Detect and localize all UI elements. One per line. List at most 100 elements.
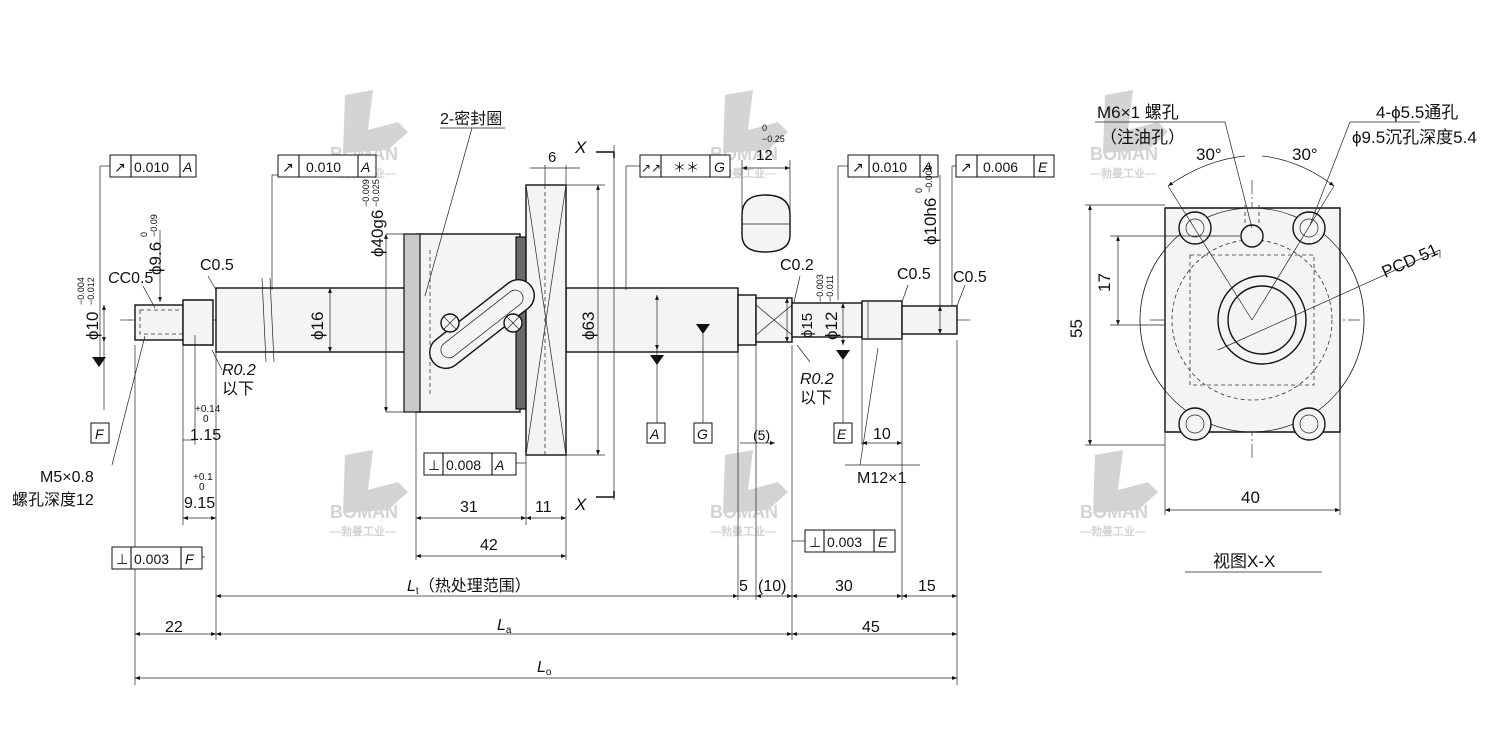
svg-text:—勃曼工业—: —勃曼工业— [710,524,776,538]
svg-text:C0.5: C0.5 [200,257,234,274]
dimension-lines [102,160,958,685]
bolt-holes [1178,211,1326,441]
return-tube [429,278,535,370]
svg-text:—勃曼工业—: —勃曼工业— [330,524,396,538]
svg-text:螺孔深度12: 螺孔深度12 [12,491,94,509]
svg-text:F: F [185,551,195,567]
svg-text:ϕ9.6: ϕ9.6 [146,242,165,275]
svg-text:（注油孔）: （注油孔） [1100,128,1185,147]
svg-text:−0.09: −0.09 [149,214,159,237]
svg-text:−0.009: −0.009 [924,165,934,193]
tolerance-frame-3: ↗↗ ＊＊ G [639,154,731,178]
right-end-10 [901,305,958,335]
svg-text:ϕ9.5沉孔深度5.4: ϕ9.5沉孔深度5.4 [1352,128,1477,147]
svg-text:ϕ40g6: ϕ40g6 [368,210,387,257]
svg-text:M6×1 螺孔: M6×1 螺孔 [1097,103,1179,122]
nut-bore-inner [1227,285,1297,355]
svg-text:Lt（热处理范围）: Lt（热处理范围） [407,577,531,597]
svg-text:Lo: Lo [537,659,552,678]
svg-text:BOMAN: BOMAN [1090,144,1158,164]
section-view-xx: M6×1 螺孔 （注油孔） 4-ϕ5.5通孔 ϕ9.5沉孔深度5.4 30° 3… [1067,103,1477,573]
svg-text:0.010: 0.010 [134,159,169,175]
tolerance-frame-6: ⊥ 0.008 A [423,452,517,476]
datum-markers [92,324,850,367]
svg-text:G: G [714,159,725,175]
svg-text:↗: ↗ [960,159,972,175]
svg-text:−0.011: −0.011 [825,275,835,302]
svg-text:BOMAN: BOMAN [1080,502,1148,522]
svg-text:E: E [837,426,847,442]
svg-text:−0.009: −0.009 [361,179,371,207]
svg-text:0: 0 [139,232,149,237]
svg-text:(5): (5) [753,427,770,443]
watermark-logo-6: BOMAN —勃曼工业— [1080,450,1158,538]
svg-text:C0.5: C0.5 [953,269,987,286]
svg-text:0.003: 0.003 [827,534,862,550]
svg-text:La: La [497,617,512,636]
svg-text:5: 5 [739,578,748,595]
svg-text:42: 42 [480,537,498,554]
tolerance-frame-5: ↗ 0.006 E [955,154,1055,178]
svg-text:0.010: 0.010 [306,159,341,175]
svg-text:9.15: 9.15 [184,495,215,512]
svg-text:22: 22 [165,619,183,636]
svg-text:17: 17 [1095,273,1114,292]
svg-text:0: 0 [762,123,767,133]
svg-text:BOMAN: BOMAN [710,502,778,522]
tolerance-frame-1: ↗ 0.010 A [109,154,197,178]
svg-text:15: 15 [918,578,936,595]
svg-text:12: 12 [756,147,773,164]
key-section [741,194,791,253]
svg-text:＊＊: ＊＊ [673,160,699,175]
svg-text:0.008: 0.008 [446,457,481,473]
svg-text:−0.025: −0.025 [371,179,381,207]
svg-text:视图X-X: 视图X-X [1213,552,1275,571]
svg-text:ϕ15: ϕ15 [799,313,816,338]
svg-text:CC0.5: CC0.5 [108,270,153,287]
tolerance-frame-2: ↗ 0.010 A [277,154,377,178]
svg-text:⊥: ⊥ [809,534,821,550]
svg-text:M5×0.8: M5×0.8 [40,469,94,486]
svg-text:↗: ↗ [114,159,126,175]
svg-text:⊥: ⊥ [116,551,128,567]
svg-text:4-ϕ5.5通孔: 4-ϕ5.5通孔 [1376,103,1458,122]
svg-text:A: A [922,159,932,175]
svg-text:ϕ12: ϕ12 [822,312,841,340]
svg-text:BOMAN: BOMAN [330,502,398,522]
svg-text:C0.5: C0.5 [897,266,931,283]
svg-text:E: E [1038,159,1048,175]
svg-text:G: G [697,426,708,442]
right-journal-12 [791,302,863,338]
svg-text:6: 6 [548,149,556,166]
svg-text:0.003: 0.003 [134,551,169,567]
svg-text:ϕ10: ϕ10 [83,312,102,340]
screw-shaft-left [215,287,417,353]
screw-shaft-right [565,287,739,353]
svg-text:−0.012: −0.012 [86,277,96,305]
svg-text:A: A [649,426,659,442]
svg-text:30: 30 [835,578,853,595]
svg-text:A: A [182,159,192,175]
left-step [182,299,214,346]
svg-text:以下: 以下 [222,381,254,398]
svg-text:0: 0 [203,414,209,425]
svg-text:−0.004: −0.004 [76,277,86,305]
svg-text:M12×1: M12×1 [857,470,906,487]
svg-text:A: A [494,457,504,473]
svg-text:10: 10 [873,426,891,443]
diameter-labels: ϕ10 −0.004 −0.012 ϕ9.6 0 −0.09 ϕ40g6 −0.… [76,165,940,340]
watermark-logo-3: BOMAN —勃曼工业— [1090,90,1168,180]
svg-text:A: A [360,159,370,175]
datum-boxes: F A G E [90,422,853,444]
svg-text:ϕ16: ϕ16 [308,312,327,340]
svg-text:(10): (10) [758,578,786,595]
svg-text:以下: 以下 [800,390,832,407]
oil-hole [1240,224,1264,248]
svg-text:F: F [95,426,105,442]
svg-text:R0.2: R0.2 [800,371,834,388]
svg-text:0.006: 0.006 [983,159,1018,175]
svg-text:⊥: ⊥ [428,457,440,473]
pcd-circle [1171,239,1333,401]
